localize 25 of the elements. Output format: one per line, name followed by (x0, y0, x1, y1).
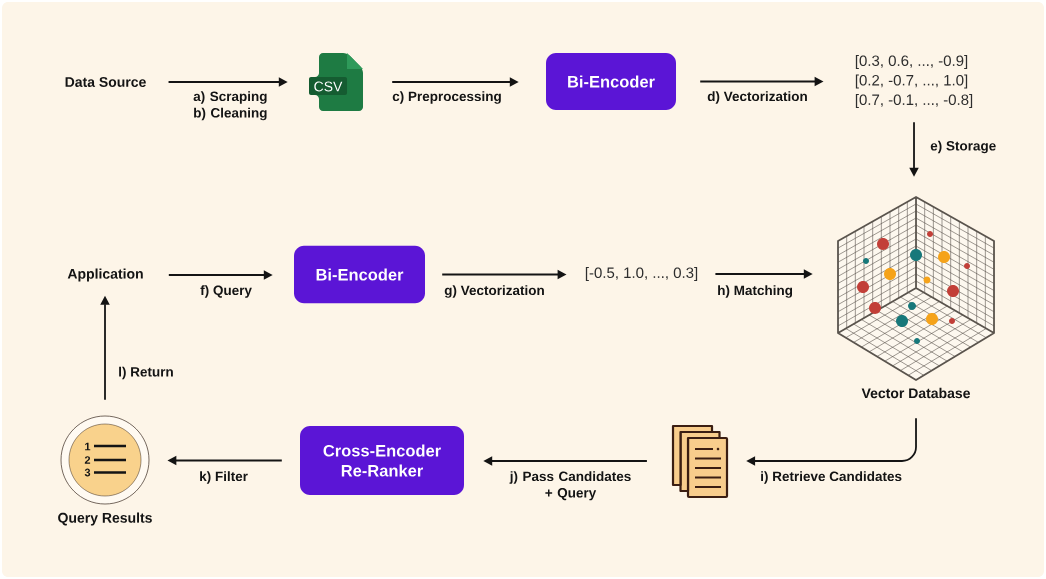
edge-label: e) Storage (930, 140, 996, 154)
process-box: Bi-Encoder (546, 53, 676, 110)
edge-label: h) Matching (718, 285, 793, 298)
node-caption: Vector Database (861, 387, 970, 399)
edge-label: d) Vectorization (707, 91, 807, 104)
node-caption: Query Results (58, 512, 152, 526)
edge-label: i) Retrieve Candidates (761, 471, 902, 484)
edge-label: f) Query (200, 285, 252, 298)
node-label: Data Source (65, 77, 146, 87)
vector-text: [0.3, 0.6, ..., -0.9] [0.2, -0.7, ..., 1.0] [0.7, -0.1, ..., -0.8] (855, 55, 973, 108)
process-box: Bi-Encoder (294, 245, 425, 304)
node-label: Application (67, 268, 143, 282)
edge-label: l) Return (119, 366, 173, 380)
process-box: Cross-Encoder Re-Ranker (300, 426, 464, 495)
edge-label: a) Scraping b) Cleaning (193, 91, 267, 121)
edge-label: k) Filter (200, 471, 248, 484)
list-number: 1 (85, 442, 91, 451)
edge-label: c) Preprocessing (392, 91, 501, 104)
list-number: 3 (84, 468, 91, 477)
file-type-label: CSV (314, 81, 343, 92)
vector-text: [-0.5, 1.0, ..., 0.3] (585, 267, 698, 281)
edge-label: j) Pass Candidates + Query (509, 471, 631, 501)
edge-label: g) Vectorization (444, 285, 544, 298)
list-number: 2 (84, 456, 91, 464)
documents-icon (671, 424, 729, 499)
